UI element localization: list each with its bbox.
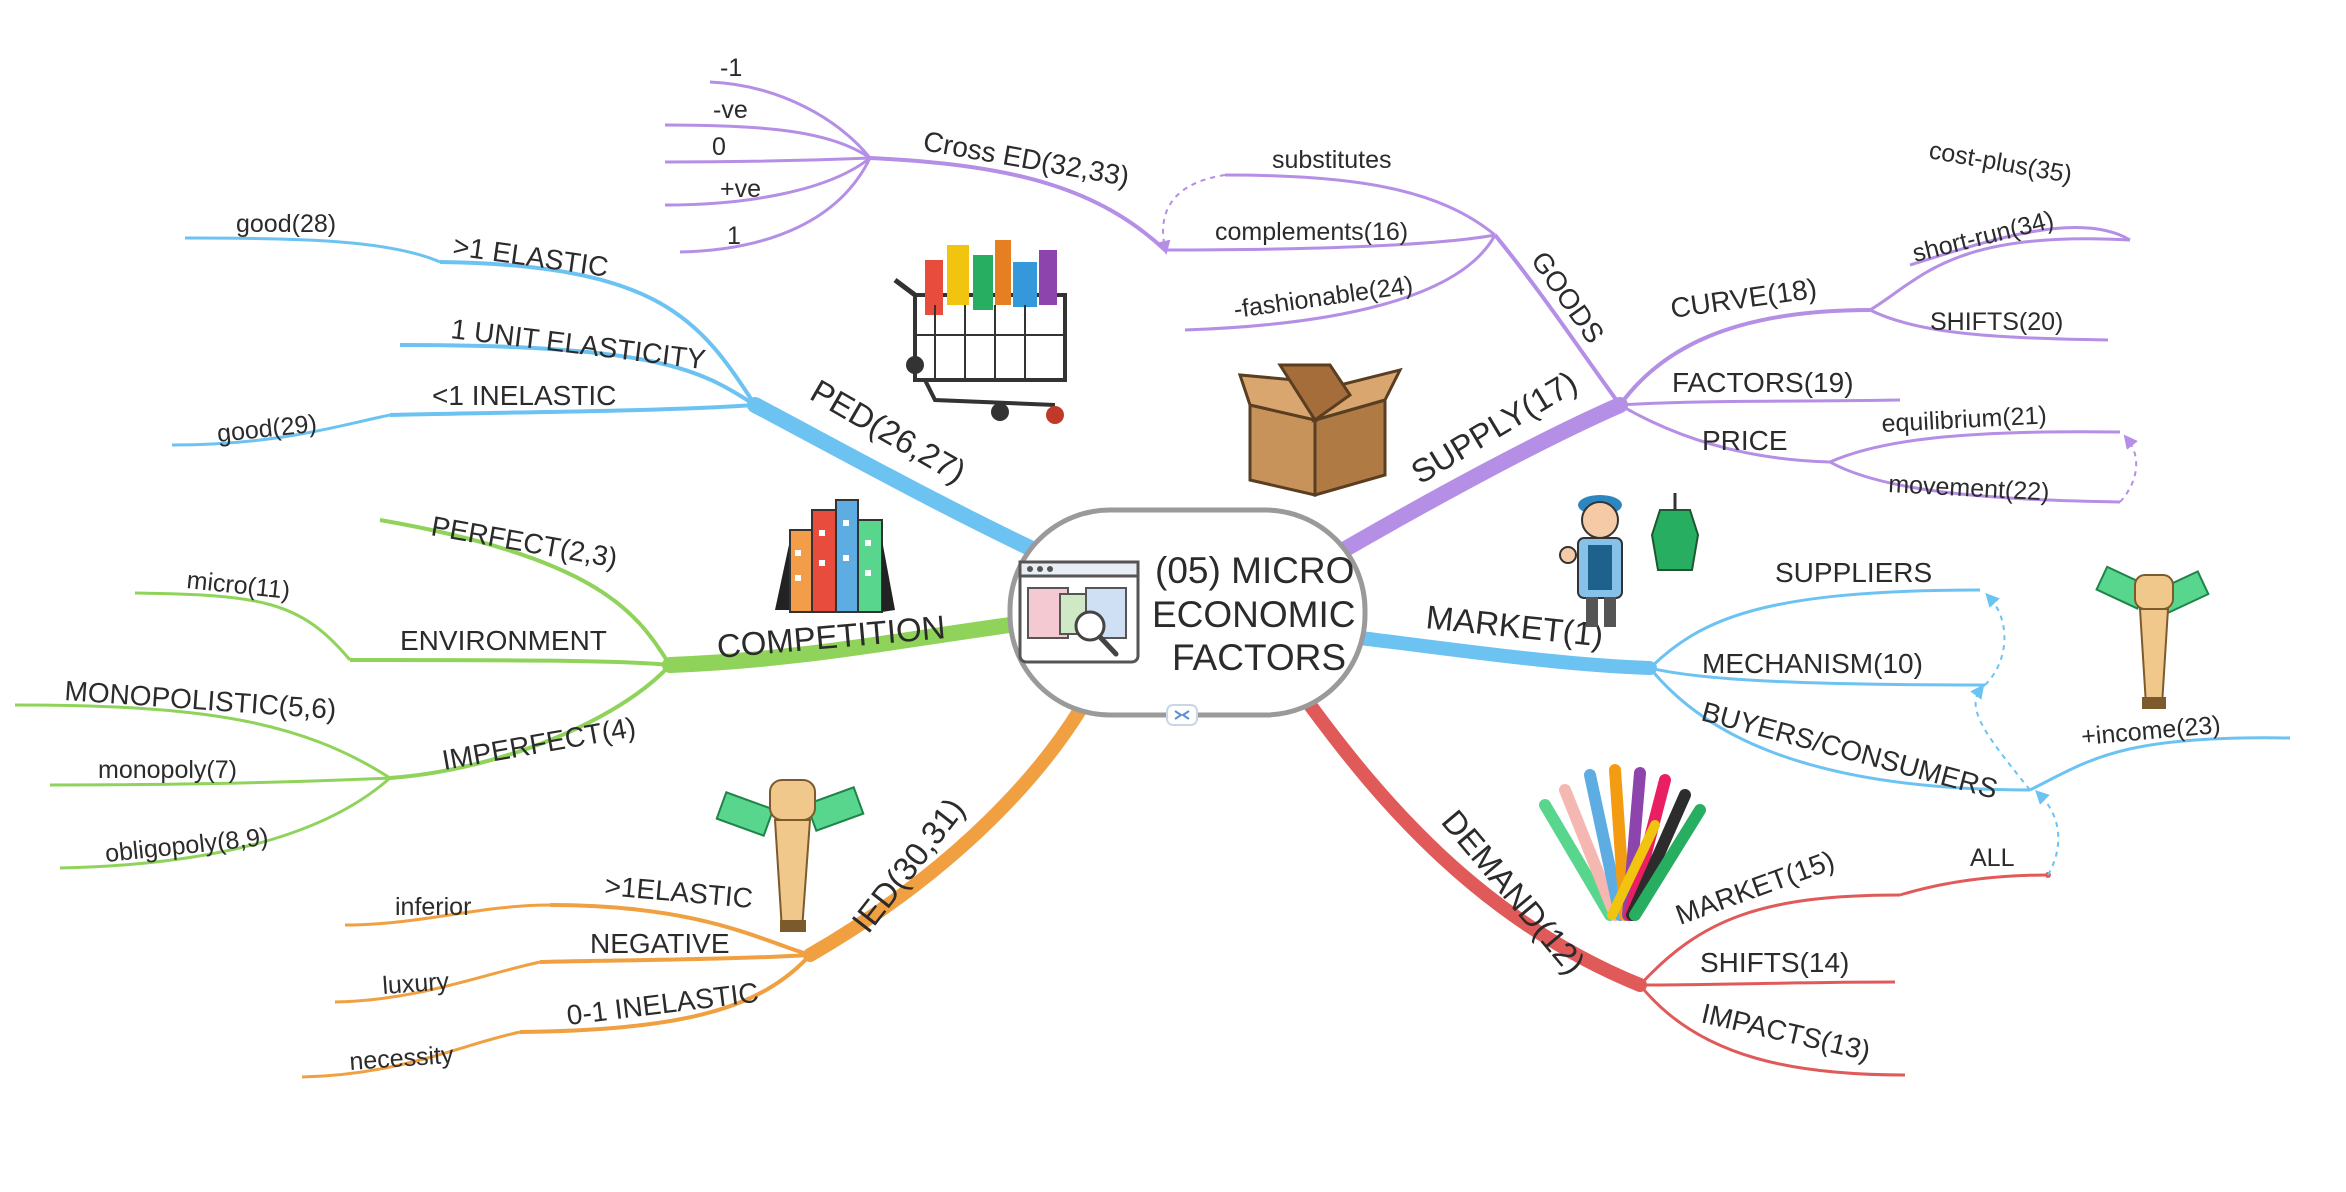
market-15-label: MARKET(15) <box>1671 845 1838 931</box>
leaf-substitutes: substitutes <box>1272 146 1392 174</box>
leaf-monopolistic: MONOPOLISTIC(5,6) <box>64 675 338 725</box>
leaf-necessity: necessity <box>348 1041 454 1076</box>
svg-text:MARKET(15): MARKET(15) <box>1671 845 1838 931</box>
center-line-3: FACTORS <box>1172 637 1346 678</box>
money-fist-icon <box>2095 565 2210 709</box>
suppliers-label: SUPPLIERS <box>1775 557 1932 588</box>
svg-text:PERFECT(2,3): PERFECT(2,3) <box>429 510 620 573</box>
leaf-short-run: short-run(34) <box>1910 206 2057 268</box>
shifts-14-label: SHIFTS(14) <box>1700 947 1849 978</box>
leaf-inferior: inferior <box>395 893 471 921</box>
leaf-all: ALL <box>1970 844 2015 872</box>
svg-text:DEMAND(12): DEMAND(12) <box>1435 803 1593 981</box>
leaf-plus-ve: +ve <box>720 175 761 203</box>
svg-text:IMPACTS(13): IMPACTS(13) <box>1699 998 1874 1067</box>
shopping-cart-icon <box>893 240 1067 424</box>
svg-text:luxury: luxury <box>381 967 450 1000</box>
svg-text:IMPERFECT(4): IMPERFECT(4) <box>440 711 638 776</box>
factors-label: FACTORS(19) <box>1672 367 1854 398</box>
leaf-shifts-20: SHIFTS(20) <box>1930 308 2063 336</box>
demand-label: DEMAND(12) <box>1435 803 1593 981</box>
leaf-zero: 0 <box>712 133 726 161</box>
svg-text:movement(22): movement(22) <box>1888 470 2050 506</box>
unit-elasticity-label: 1 UNIT ELASTICITY <box>449 313 707 375</box>
center-line-1: (05) MICRO <box>1155 550 1354 591</box>
svg-text:cost-plus(35): cost-plus(35) <box>1927 136 2074 189</box>
leaf-luxury: luxury <box>381 967 450 1000</box>
search-document-icon <box>1018 560 1140 664</box>
leaf-micro: micro(11) <box>185 566 291 605</box>
leaf-movement: movement(22) <box>1888 470 2050 506</box>
svg-text:obligopoly(8,9): obligopoly(8,9) <box>104 823 270 868</box>
leaf-monopoly: monopoly(7) <box>98 756 237 784</box>
center-line-2: ECONOMIC <box>1152 594 1356 635</box>
mechanism-label: MECHANISM(10) <box>1702 648 1923 679</box>
shopkeeper-icon <box>1559 493 1700 627</box>
city-buildings-icon <box>775 499 895 613</box>
svg-text:+income(23): +income(23) <box>2080 711 2222 751</box>
raised-hands-icon <box>1539 764 1706 921</box>
money-fist-icon-2 <box>715 779 865 932</box>
svg-text:micro(11): micro(11) <box>185 566 291 605</box>
inelastic-label: <1 INELASTIC <box>432 380 616 411</box>
buyers-label: BUYERS/CONSUMERS <box>1698 696 2001 805</box>
perfect-label: PERFECT(2,3) <box>429 510 620 573</box>
impacts-label: IMPACTS(13) <box>1699 998 1874 1067</box>
svg-text:short-run(34): short-run(34) <box>1910 206 2057 268</box>
leaf-cost-plus: cost-plus(35) <box>1927 136 2074 189</box>
svg-text:>1 ELASTIC: >1 ELASTIC <box>451 230 610 282</box>
ied-branch[interactable]: IED(30,31) >1ELASTIC inferior NEGATIVE l… <box>301 703 1087 1079</box>
leaf-good-29: good(29) <box>216 410 318 448</box>
leaf-complements: complements(16) <box>1215 218 1408 246</box>
negative-label: NEGATIVE <box>590 928 730 959</box>
svg-text:MONOPOLISTIC(5,6): MONOPOLISTIC(5,6) <box>64 675 338 725</box>
svg-text:BUYERS/CONSUMERS: BUYERS/CONSUMERS <box>1698 696 2001 805</box>
svg-text:Cross ED(32,33): Cross ED(32,33) <box>921 125 1132 192</box>
leaf-ve: -ve <box>713 96 748 124</box>
svg-text:necessity: necessity <box>348 1041 454 1076</box>
leaf-minus1: -1 <box>720 54 742 82</box>
leaf-income: +income(23) <box>2080 711 2222 751</box>
environment-label: ENVIRONMENT <box>400 625 607 656</box>
leaf-good-28: good(28) <box>236 210 336 238</box>
price-label: PRICE <box>1702 425 1788 456</box>
ped-branch[interactable]: PED(26,27) >1 ELASTIC good(28) 1 UNIT EL… <box>171 210 1038 556</box>
svg-text:good(29): good(29) <box>216 410 318 448</box>
cardboard-box-icon <box>1237 363 1403 497</box>
svg-text:1 UNIT ELASTICITY: 1 UNIT ELASTICITY <box>449 313 707 375</box>
collapse-toggle-icon[interactable] <box>1166 704 1198 726</box>
cross-ed-label: Cross ED(32,33) <box>921 125 1132 192</box>
elastic-label: >1 ELASTIC <box>451 230 610 282</box>
imperfect-label: IMPERFECT(4) <box>440 711 638 776</box>
leaf-one: 1 <box>727 222 741 250</box>
central-topic[interactable]: (05) MICRO ECONOMIC FACTORS <box>1007 507 1368 726</box>
leaf-obligopoly: obligopoly(8,9) <box>104 823 270 868</box>
